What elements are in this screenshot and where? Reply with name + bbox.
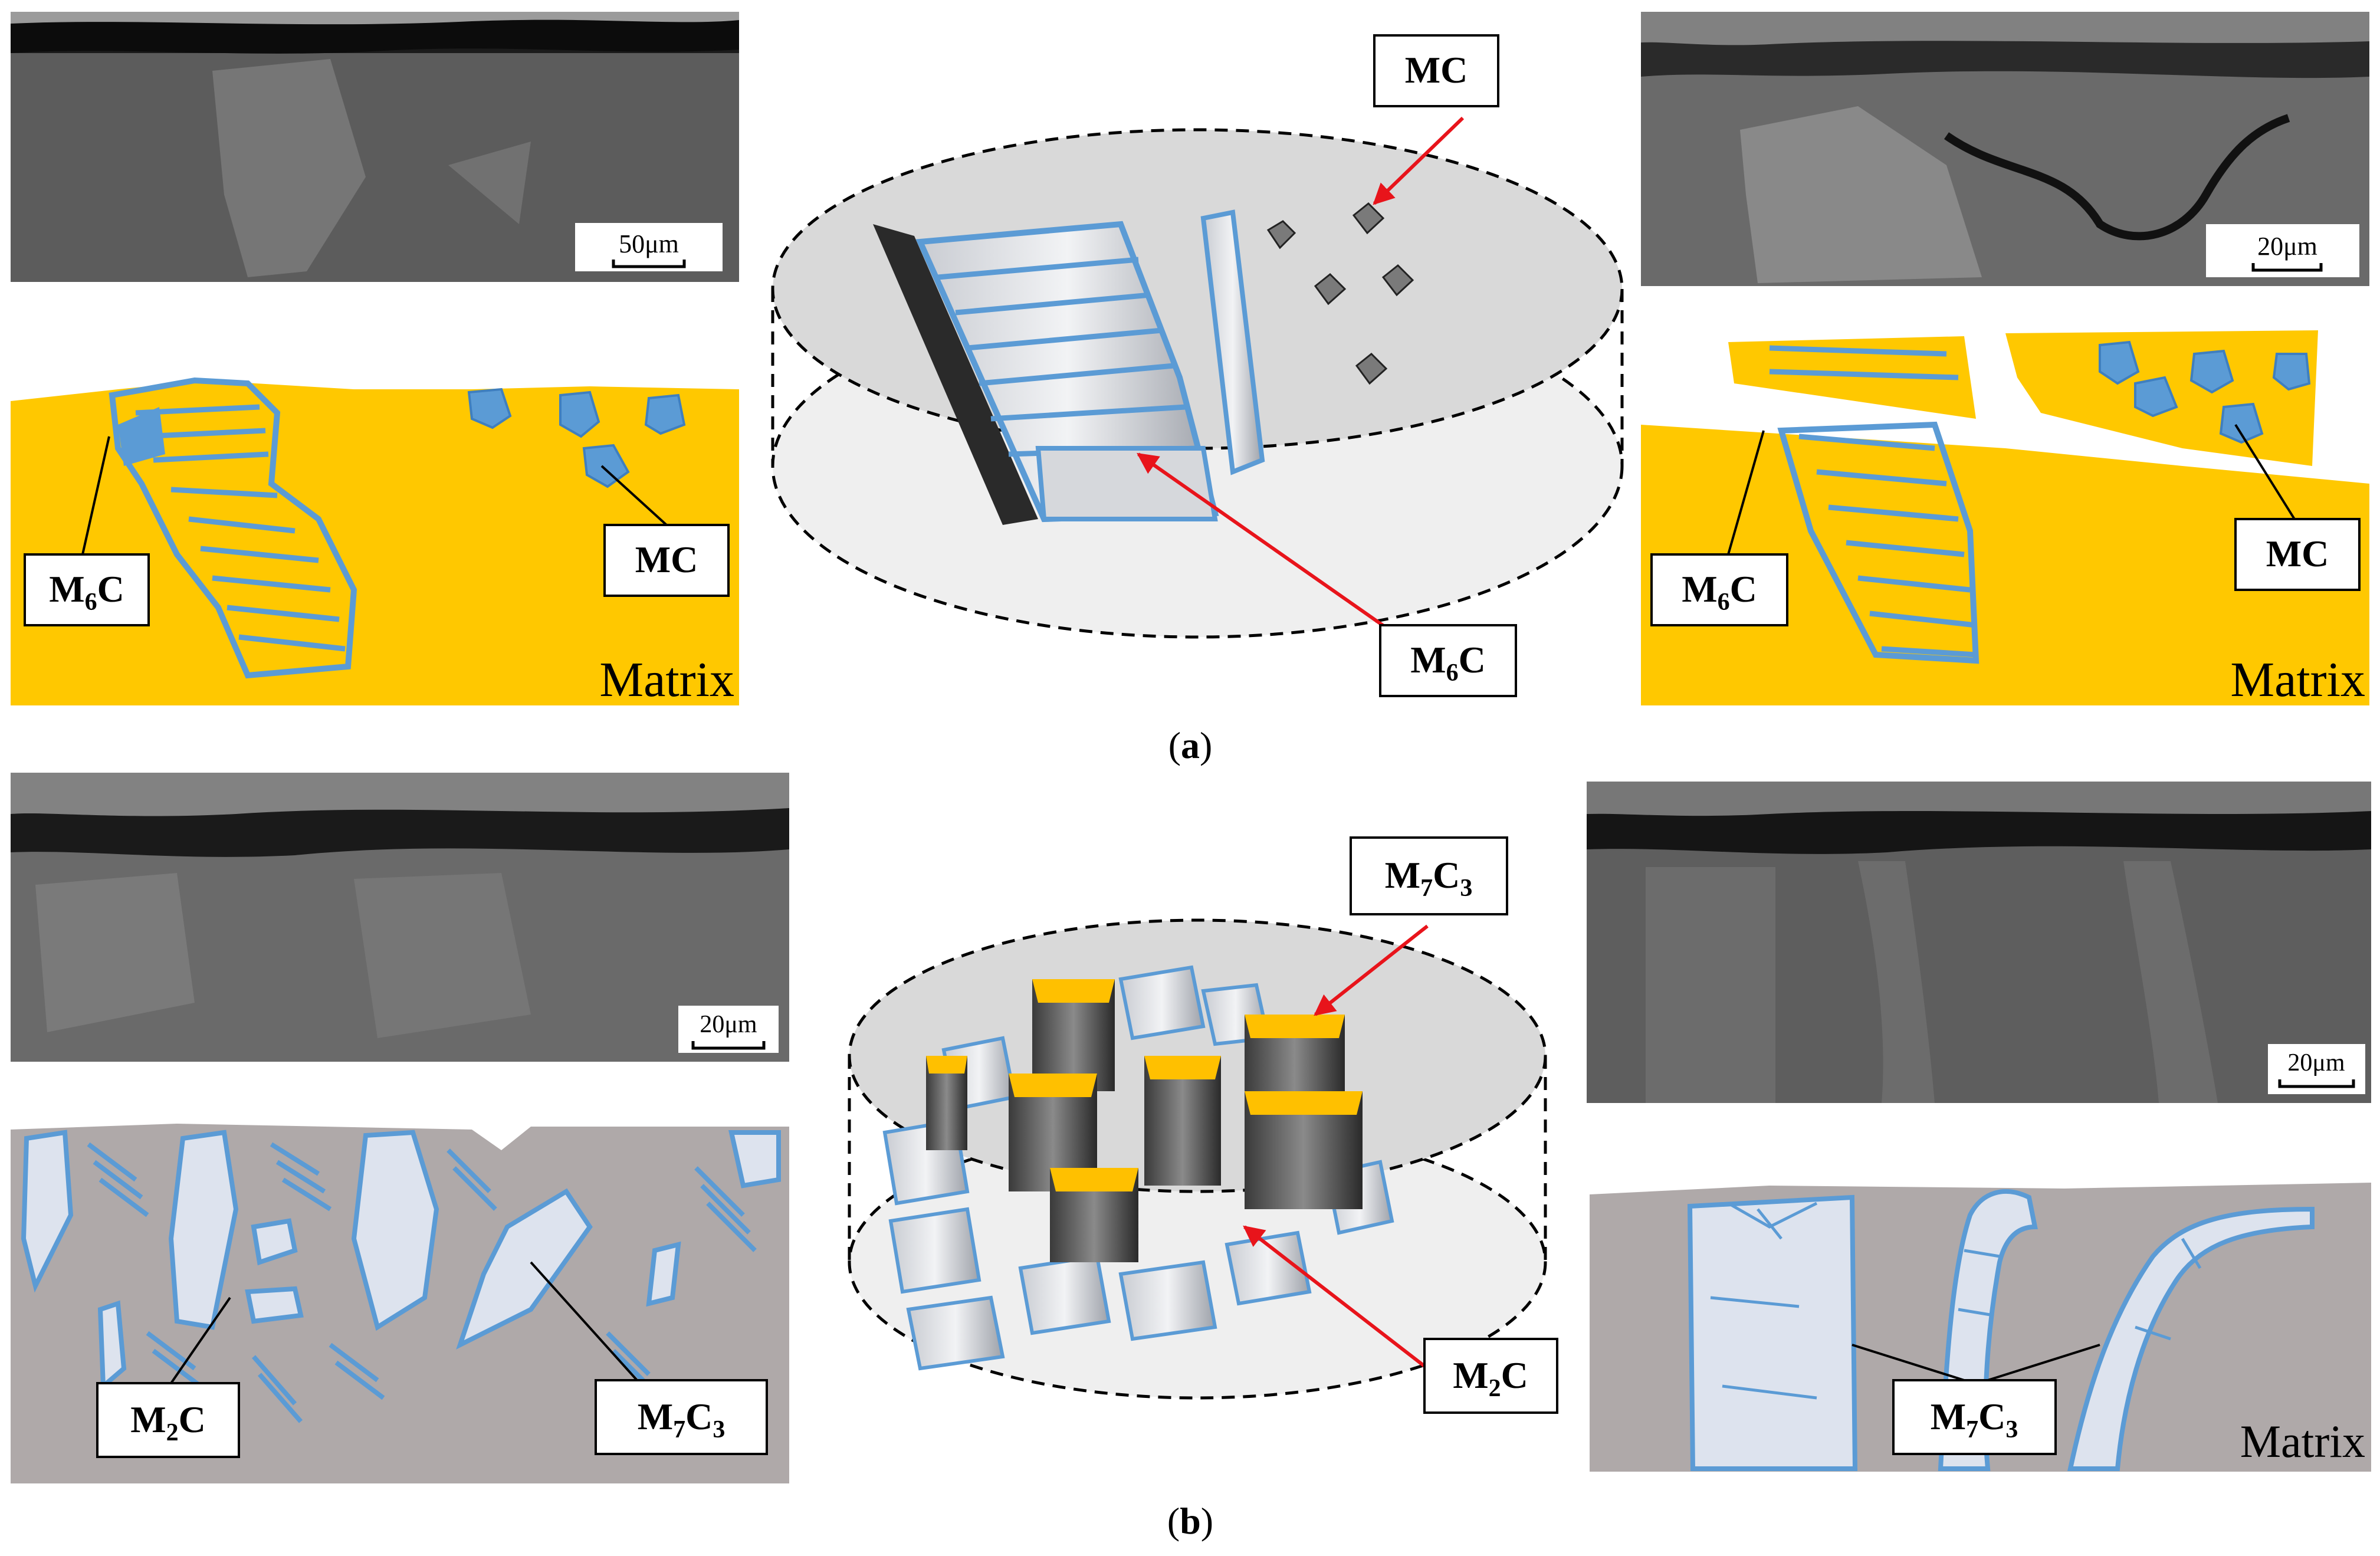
scalebar-box bbox=[575, 223, 723, 271]
scalebar-label: 20μm bbox=[700, 1011, 757, 1038]
m2c-label: M2C bbox=[130, 1399, 206, 1446]
m6c-label-box bbox=[1650, 553, 1788, 626]
scalebar-box bbox=[2206, 224, 2359, 277]
m7c3-label-box bbox=[1892, 1379, 2057, 1455]
m6c-leader-line bbox=[81, 436, 110, 555]
scalebar-line bbox=[691, 1041, 766, 1050]
m2c-arrow bbox=[1243, 1225, 1429, 1370]
m7c3-particles bbox=[21, 1130, 781, 1391]
m7c3-blocks bbox=[926, 979, 1363, 1262]
panel-b-center-3d: M7C3 M2C bbox=[848, 836, 1558, 1414]
m6c-label: M6C bbox=[49, 568, 124, 616]
scalebar-box bbox=[678, 1006, 779, 1053]
mc-label-box bbox=[603, 524, 730, 597]
m6c-label: M6C bbox=[1682, 568, 1757, 616]
m7c3-label-box bbox=[1350, 836, 1508, 915]
m6c-carbide-cluster bbox=[109, 377, 357, 679]
m7c3-leader-line bbox=[530, 1261, 638, 1381]
panel-a-center-3d: MC M6C bbox=[771, 34, 1624, 697]
scalebar-label: 20μm bbox=[2257, 232, 2317, 261]
m6c-label-box bbox=[1379, 624, 1517, 697]
panel-b-left-sem-image: 20μm bbox=[11, 773, 789, 1062]
panel-b-caption: (b) bbox=[1167, 1500, 1213, 1542]
mc-leader-line bbox=[600, 465, 668, 526]
m2c-lamellae bbox=[87, 1142, 757, 1423]
panel-b-right-sem-image: 20μm bbox=[1587, 782, 2371, 1103]
m2c-label: M2C bbox=[1453, 1354, 1528, 1402]
matrix-label: Matrix bbox=[599, 652, 734, 707]
m6c-lamellae bbox=[1769, 345, 1977, 658]
m7c3-label: M7C3 bbox=[638, 1396, 726, 1443]
mc-octahedra bbox=[1266, 202, 1414, 385]
m6c-arrow bbox=[1137, 452, 1405, 642]
panel-a-right-sem-image: 20μm bbox=[1641, 12, 2369, 286]
panel-a-left-schematic: M6C MC Matrix bbox=[11, 377, 739, 707]
panel-a-right-schematic: M6C MC Matrix bbox=[1641, 330, 2369, 707]
scalebar-line bbox=[2251, 263, 2323, 272]
matrix-label: Matrix bbox=[2240, 1416, 2365, 1467]
m7c3-label-box bbox=[595, 1379, 768, 1455]
m6c-label: M6C bbox=[1410, 639, 1486, 687]
m6c-blue-corner bbox=[118, 407, 165, 466]
detached-matrix-left bbox=[1728, 336, 1976, 419]
matrix-region bbox=[1641, 425, 2369, 705]
scalebar-line bbox=[612, 260, 686, 268]
mc-arrow bbox=[1373, 116, 1465, 205]
panel-b-right-schematic: M7C3 Matrix bbox=[1590, 1183, 2371, 1472]
scalebar-label: 20μm bbox=[2287, 1049, 2345, 1076]
crack bbox=[1944, 114, 2290, 241]
m2c-leader-line bbox=[170, 1296, 231, 1384]
mc-leader-line bbox=[2234, 424, 2296, 520]
m6c-lamellar-stack bbox=[915, 209, 1265, 523]
m2c-label-box bbox=[96, 1382, 240, 1458]
m7c3-label: M7C3 bbox=[1385, 854, 1473, 902]
scalebar-line bbox=[2278, 1079, 2355, 1088]
m6c-dark-face bbox=[873, 224, 1038, 525]
m6c-leader-line bbox=[1727, 430, 1765, 555]
mc-label-box bbox=[2234, 518, 2361, 591]
mc-particles bbox=[467, 388, 686, 488]
m7c3-arrow bbox=[1314, 924, 1429, 1016]
m7c3-column-left bbox=[1687, 1194, 1858, 1471]
matrix-label: Matrix bbox=[2230, 652, 2365, 707]
m7c3-cracks bbox=[1710, 1202, 2202, 1400]
mc-label: MC bbox=[1405, 49, 1468, 91]
panel-a-left-sem-image: 50μm bbox=[11, 12, 739, 282]
mc-particles bbox=[2099, 340, 2311, 444]
m2c-label-box bbox=[1423, 1338, 1558, 1414]
m7c3-label: M7C3 bbox=[1931, 1396, 2018, 1443]
mc-label: MC bbox=[635, 539, 698, 580]
panel-b-left-schematic: M2C M7C3 bbox=[11, 1124, 789, 1483]
mc-label-box bbox=[1373, 34, 1499, 107]
m7c3-leader-line-1 bbox=[1852, 1344, 1965, 1381]
m7c3-leader-line-2 bbox=[1987, 1344, 2100, 1381]
panel-a-caption: (a) bbox=[1168, 724, 1213, 766]
scalebar-label: 50μm bbox=[619, 229, 679, 258]
disk-top bbox=[771, 128, 1624, 450]
m6c-label-box bbox=[24, 553, 150, 626]
mc-label: MC bbox=[2266, 533, 2329, 575]
m7c3-column-right bbox=[2067, 1206, 2315, 1471]
